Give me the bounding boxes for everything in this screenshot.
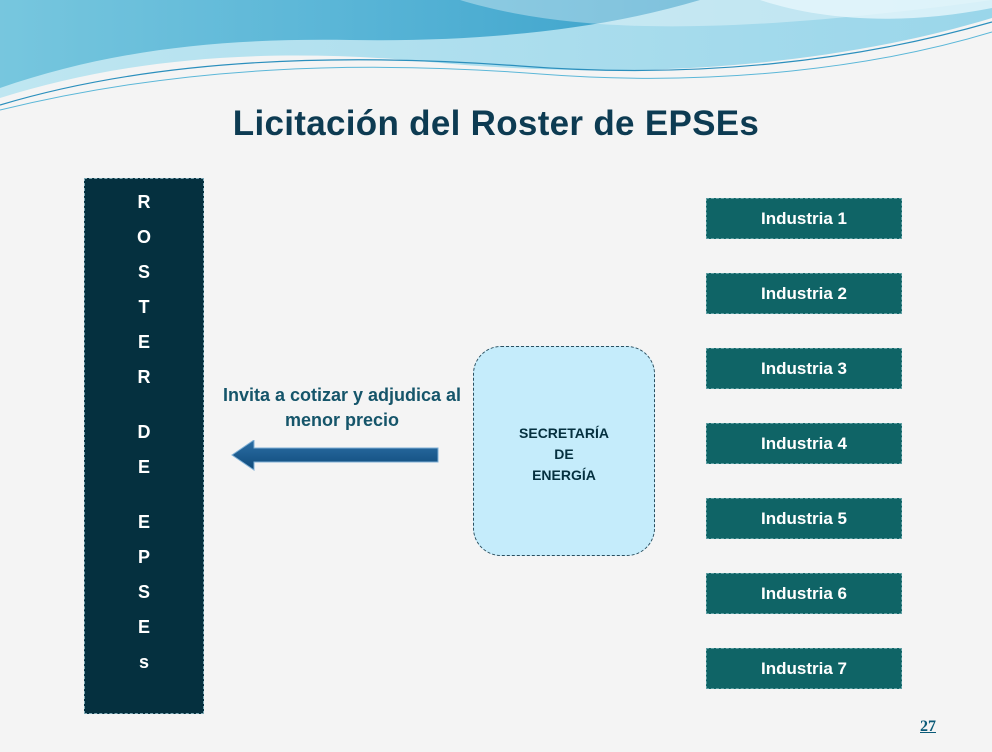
- industry-box-3: Industria 3: [706, 348, 902, 389]
- industry-box-4: Industria 4: [706, 423, 902, 464]
- roster-letter: E: [137, 332, 150, 352]
- roster-letter: P: [137, 547, 150, 567]
- roster-letter: s: [138, 652, 149, 672]
- arrow-label: Invita a cotizar y adjudica al menor pre…: [222, 385, 462, 430]
- slide-title: Licitación del Roster de EPSEs: [232, 104, 760, 143]
- roster-letter: S: [137, 582, 150, 602]
- industry-box-2: Industria 2: [706, 273, 902, 314]
- roster-letter: E: [137, 457, 150, 477]
- roster-letter: E: [137, 512, 150, 532]
- industry-box-6: Industria 6: [706, 573, 902, 614]
- page-number: 27: [920, 718, 936, 735]
- roster-letter: R: [137, 367, 151, 387]
- header-wave-decoration: [0, 0, 992, 115]
- secretaria-label: SECRETARÍA DE ENERGÍA: [519, 424, 609, 483]
- left-arrow-icon: [231, 440, 439, 471]
- roster-letter: S: [137, 262, 150, 282]
- secretaria-de-energia-box: SECRETARÍA DE ENERGÍA: [473, 346, 655, 556]
- industry-box-1: Industria 1: [706, 198, 902, 239]
- industry-box-5: Industria 5: [706, 498, 902, 539]
- industry-box-7: Industria 7: [706, 648, 902, 689]
- roster-letter: T: [138, 297, 150, 317]
- roster-letter: R: [137, 192, 151, 212]
- roster-letter: D: [137, 422, 151, 442]
- roster-letter: E: [137, 617, 150, 637]
- roster-letter: O: [136, 227, 151, 247]
